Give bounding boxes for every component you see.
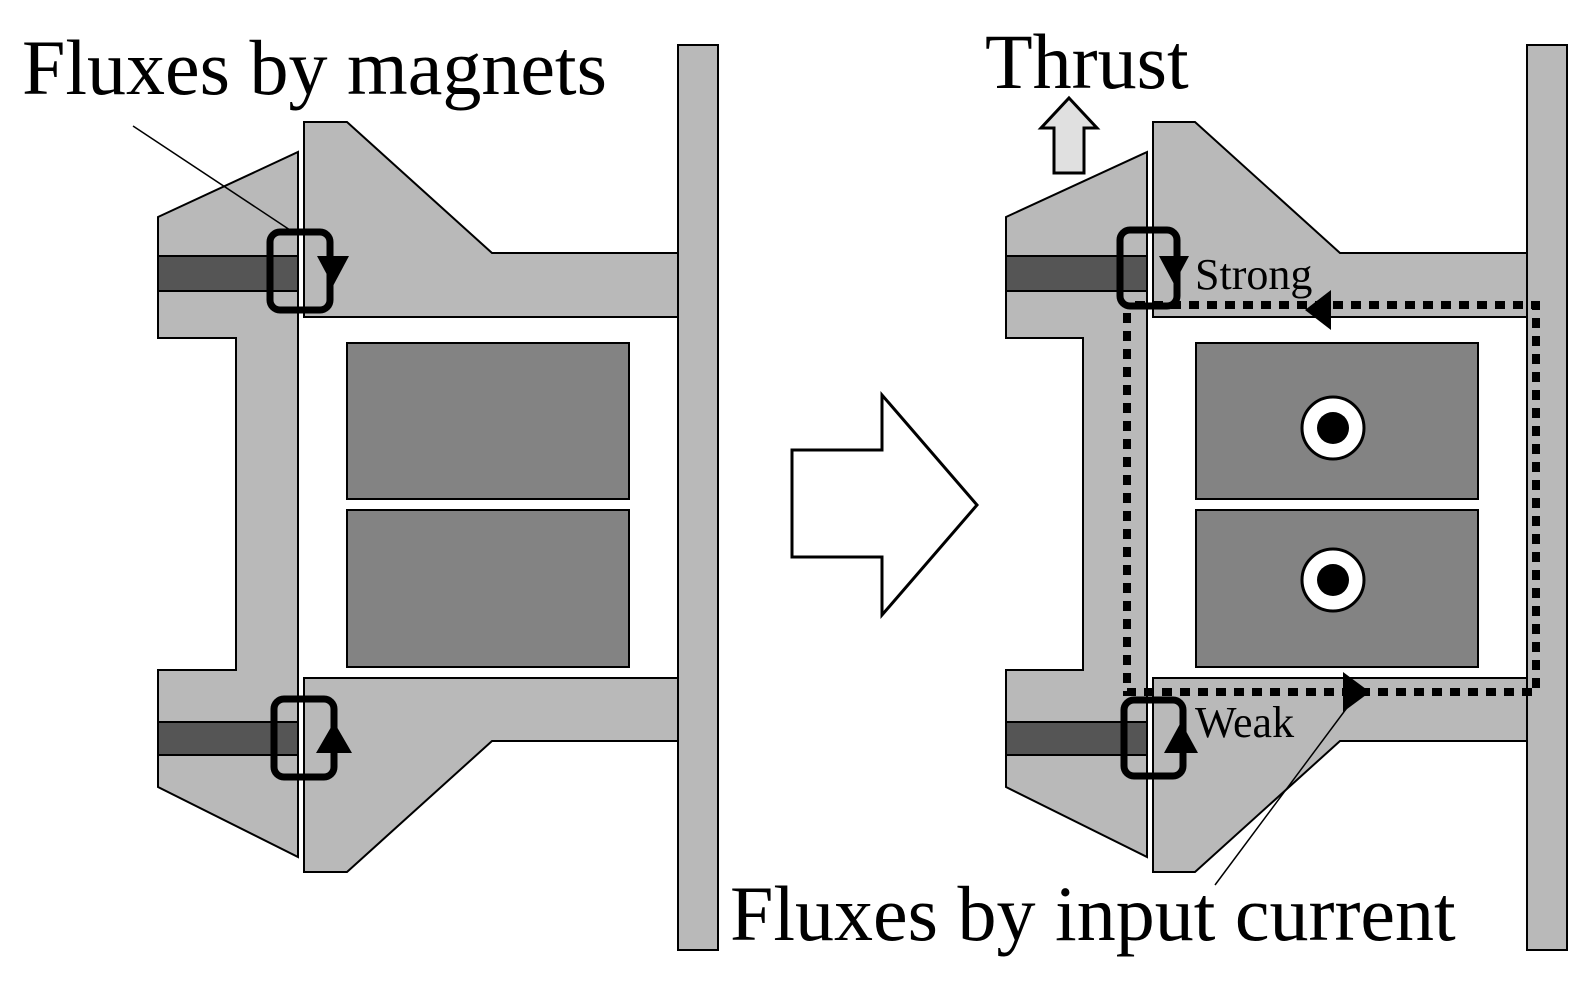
label-thrust: Thrust: [985, 18, 1189, 105]
bottom-label-leader-line: [1214, 696, 1356, 886]
left-lower-yoke: [303, 677, 679, 873]
left-stator-rail: [677, 44, 719, 951]
left-assembly: [132, 44, 719, 951]
current-dot-upper: [1300, 395, 1366, 461]
left-magnet-upper: [157, 255, 299, 292]
left-outer-plate: [157, 150, 299, 859]
flux-arrow-left: [1305, 290, 1331, 330]
right-outer-plate: [1005, 150, 1148, 859]
thrust-arrow-icon: [1037, 95, 1101, 175]
transition-arrow: [790, 390, 979, 620]
left-upper-yoke: [303, 121, 679, 318]
right-lower-yoke: [1152, 677, 1528, 873]
label-weak: Weak: [1195, 698, 1294, 747]
right-flux-arrow-down: [1159, 256, 1189, 284]
left-flux-arrow-down: [317, 256, 349, 286]
label-fluxes-by-input-current: Fluxes by input current: [730, 870, 1456, 957]
right-assembly: [1005, 44, 1568, 951]
current-dot-lower: [1300, 547, 1366, 613]
right-flux-arrow-up: [1164, 722, 1198, 753]
label-fluxes-by-magnets: Fluxes by magnets: [22, 24, 607, 111]
input-current-flux-path: [1123, 301, 1540, 696]
right-upper-yoke: [1152, 121, 1528, 318]
left-coil-lower: [346, 509, 630, 668]
label-strong: Strong: [1195, 250, 1312, 299]
flux-arrow-right: [1343, 672, 1370, 712]
right-stator-rail: [1526, 44, 1568, 951]
left-coil-upper: [346, 342, 630, 500]
left-flux-arrow-up: [316, 722, 352, 753]
left-label-leader-line: [132, 125, 294, 233]
right-magnet-upper: [1005, 255, 1148, 292]
